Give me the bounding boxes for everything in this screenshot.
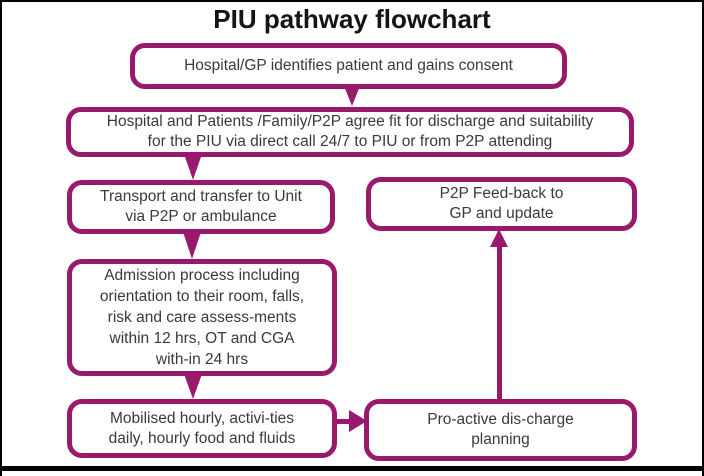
node-discharge-planning: Pro-active dis-charge planning — [364, 399, 637, 461]
page-title: PIU pathway flowchart — [213, 4, 491, 34]
node-identify-consent-text: Hospital/GP identifies patient and gains… — [184, 57, 513, 74]
node-identify-consent: Hospital/GP identifies patient and gains… — [130, 43, 567, 89]
node-agree-fit: Hospital and Patients /Family/P2P agree … — [66, 107, 634, 157]
node-mobilised-text: daily, hourly food and fluids — [108, 429, 296, 447]
arrow-down-agree-to-transport-icon — [184, 154, 202, 180]
arrow-down-admission-to-mobilised-icon — [184, 374, 202, 399]
node-transport: Transport and transfer to Unit via P2P o… — [67, 180, 335, 234]
node-admission-text: Admission process including — [104, 267, 300, 284]
node-mobilised-text: Mobilised hourly, activi-ties — [109, 409, 295, 427]
arrow-right-mobilised-to-discharge-icon — [349, 410, 367, 432]
node-agree-fit-text: for the PIU via direct call 24/7 to PIU … — [147, 133, 553, 150]
bottom-rule — [2, 466, 702, 471]
node-admission: Admission process including orientation … — [67, 259, 337, 376]
arrow-up-discharge-to-feedback-stem — [497, 245, 502, 401]
node-feedback: P2P Feed-back to GP and update — [366, 177, 637, 231]
node-agree-fit-text: Hospital and Patients /Family/P2P agree … — [106, 113, 594, 130]
node-transport-text: via P2P or ambulance — [125, 208, 277, 225]
arrow-right-mobilised-to-discharge-stem — [334, 419, 351, 424]
arrow-up-discharge-to-feedback-icon — [490, 229, 508, 247]
node-mobilised: Mobilised hourly, activi-ties daily, hou… — [67, 399, 337, 458]
node-discharge-planning-text: Pro-active dis-charge — [427, 411, 574, 428]
arrow-down-consent-to-agree-icon — [344, 86, 360, 106]
arrow-down-transport-to-admission-icon — [183, 232, 201, 259]
node-admission-text: with-in 24 hrs — [155, 351, 249, 368]
node-admission-text: orientation to their room, falls, — [99, 288, 305, 305]
node-admission-text: within 12 hrs, OT and CGA — [109, 330, 295, 347]
node-admission-text: risk and care assess-ments — [107, 309, 297, 326]
node-discharge-planning-text: planning — [471, 431, 530, 448]
node-feedback-text: P2P Feed-back to — [439, 185, 564, 202]
node-feedback-text: GP and update — [449, 205, 554, 222]
node-transport-text: Transport and transfer to Unit — [100, 188, 302, 205]
